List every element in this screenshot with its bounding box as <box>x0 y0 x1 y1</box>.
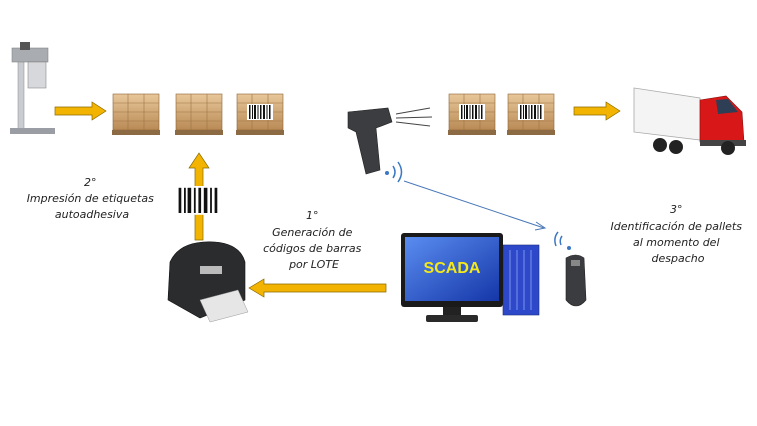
scada-screen-label: SCADA <box>424 260 481 277</box>
wireless-link-line <box>403 180 547 231</box>
barcode-label-icon <box>175 186 222 215</box>
handheld-scanner-icon <box>347 107 433 183</box>
step-2-label: 2° Impresión de etiquetas autoadhesiva <box>27 176 158 221</box>
step-1-label: 1° Generación de códigos de barras por L… <box>263 209 365 271</box>
step-3-label: 3° Identificación de pallets al momento … <box>611 203 746 265</box>
labeled-pallet-icon <box>447 93 497 136</box>
flow-arrow-scada-to-printer <box>248 278 387 298</box>
pallet-icon <box>174 93 224 136</box>
wireless-scanner-cradle-icon <box>554 231 587 307</box>
labeled-pallet-icon <box>235 93 285 136</box>
bagging-machine-icon <box>10 42 55 134</box>
truck-icon <box>633 87 746 155</box>
scada-computer-icon: SCADA <box>401 233 540 322</box>
flow-arrow-pallets-to-truck <box>573 101 621 121</box>
flow-arrow-machine-to-pallets <box>54 101 107 121</box>
pallet-icon <box>111 93 161 136</box>
labeled-pallet-icon <box>506 93 556 136</box>
label-printer-icon <box>167 241 249 323</box>
